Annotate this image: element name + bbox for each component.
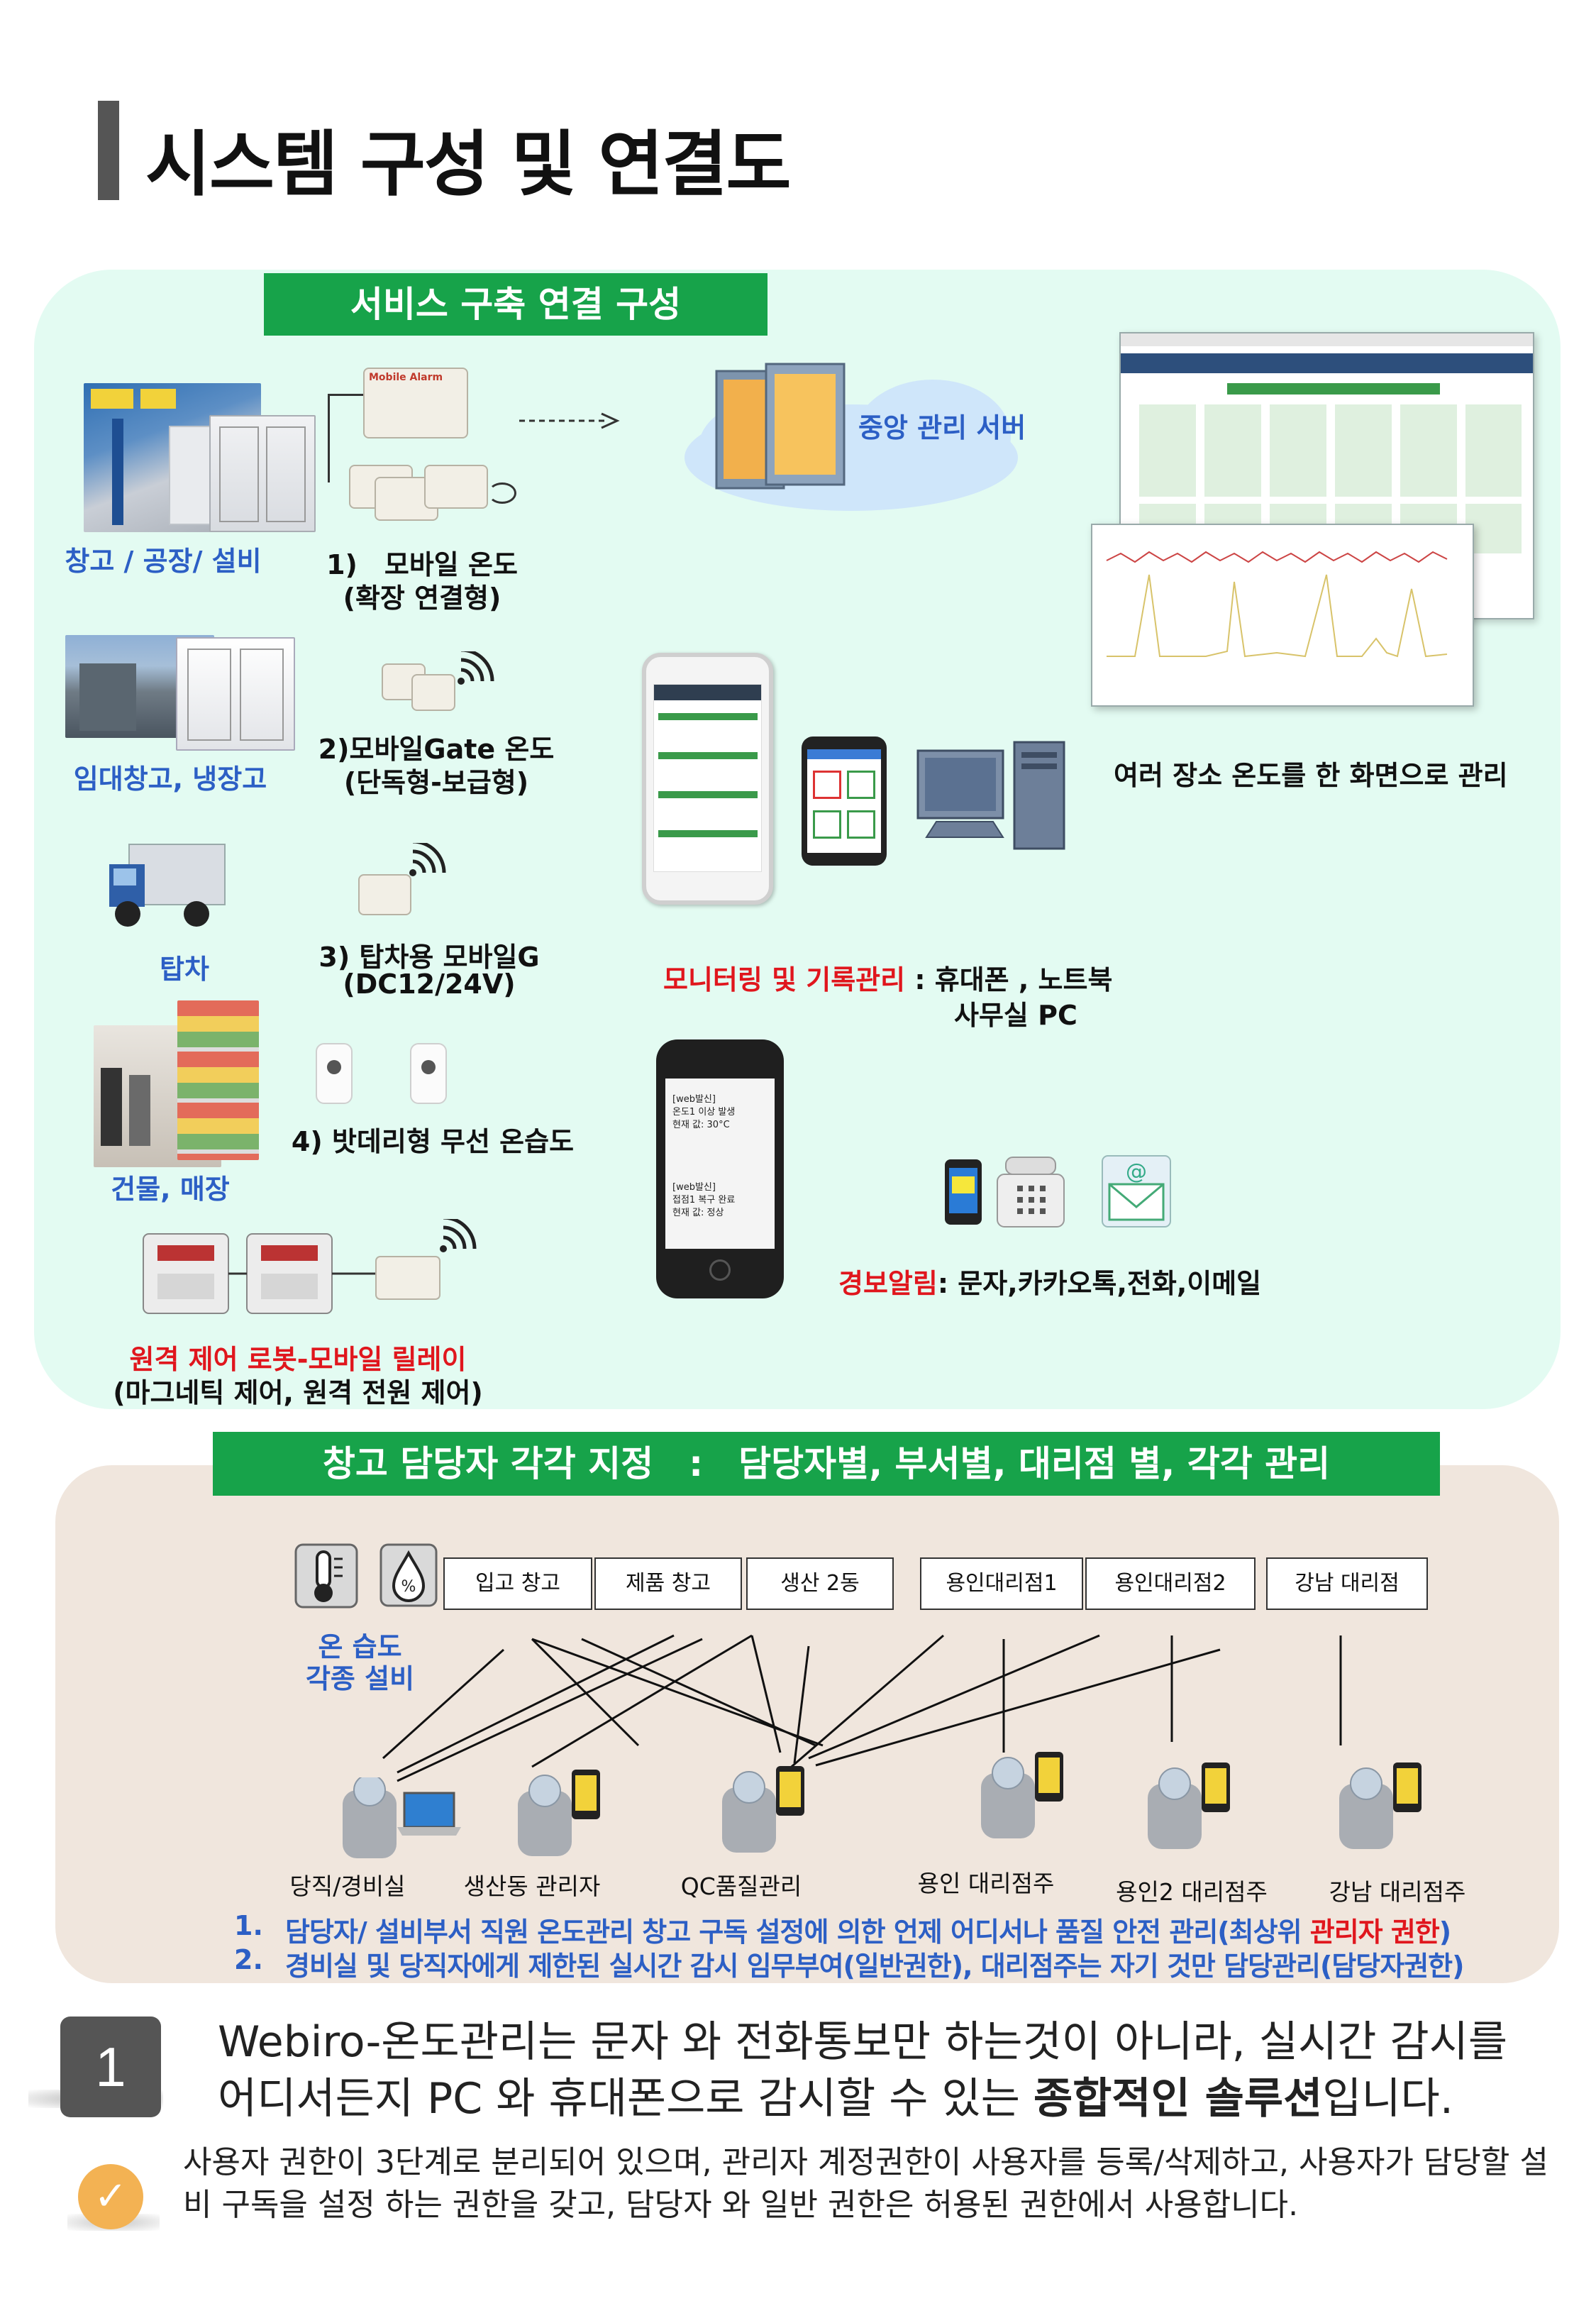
alarm-highlight: 경보알림 xyxy=(838,1268,938,1299)
relay-sublabel: (마그네틱 제어, 원격 전원 제어) xyxy=(113,1377,483,1408)
sms-line: 현재 값: 30°C xyxy=(672,1120,730,1130)
wifi-icon xyxy=(409,843,446,876)
telephone-icon xyxy=(997,1157,1065,1228)
main-statement: Webiro-온도관리는 문자 와 전화통보만 하는것이 아니라, 실시간 감시… xyxy=(218,2014,1558,2127)
truck-sensor xyxy=(358,874,411,915)
site-label-rental: 임대창고, 냉장고 xyxy=(73,763,267,795)
sms-line: 온도1 이상 발생 xyxy=(672,1107,736,1118)
device2-line2: (단독형-보급형) xyxy=(343,767,529,798)
device2-line1: 2)모바일Gate 온도 xyxy=(318,734,555,765)
person-label-qc: QC품질관리 xyxy=(680,1872,802,1900)
device-bracket xyxy=(328,394,363,482)
dashed-arrow-icon xyxy=(519,412,620,429)
site-label-truck: 탑차 xyxy=(160,954,209,985)
humidity-icon: % xyxy=(379,1543,438,1607)
svg-text:%: % xyxy=(401,1578,416,1596)
device-logo: Mobile Alarm xyxy=(369,372,443,383)
monitoring-label: 모니터링 및 기록관리 : 휴대폰 , 노트북 xyxy=(663,958,1231,997)
person-phone-icon xyxy=(518,1770,600,1856)
sms-line: [web발신] xyxy=(672,1182,716,1193)
alarm-label: 경보알림: 문자,카카오톡,전화,이메일 xyxy=(838,1262,1349,1301)
refrigerator-photo xyxy=(176,637,295,751)
person-phone-icon xyxy=(722,1766,804,1853)
person-label-yongin2-owner: 용인2 대리점주 xyxy=(1116,1878,1268,1906)
battery-sensor-1 xyxy=(316,1043,353,1104)
page-title: 시스템 구성 및 연결도 xyxy=(145,123,791,206)
freezer-photo xyxy=(209,415,316,532)
admin-permission-highlight: 관리자 권한 xyxy=(1309,1916,1440,1948)
relay-contactors xyxy=(143,1233,440,1314)
statement-text: Webiro-온도관리는 문자 와 전화통보만 하는것이 아니라, 실시간 감시… xyxy=(218,2017,1508,2124)
wifi-icon xyxy=(440,1219,477,1252)
site-label-warehouse: 창고 / 공장/ 설비 xyxy=(65,546,262,577)
sms-line: 접점1 복구 완료 xyxy=(672,1195,736,1206)
sensor-module-3 xyxy=(424,465,488,509)
alarm-channels: : 문자,카카오톡,전화,이메일 xyxy=(937,1268,1262,1299)
monitoring-devices: : 휴대폰 , 노트북 xyxy=(905,964,1113,995)
person-label-production-manager: 생산동 관리자 xyxy=(463,1872,601,1900)
person-label-guard: 당직/경비실 xyxy=(289,1872,406,1900)
sms-line: 현재 값: 정상 xyxy=(672,1208,724,1218)
email-icon: @ xyxy=(1102,1155,1171,1228)
dashboard-caption: 여러 장소 온도를 한 화면으로 관리 xyxy=(1114,760,1508,791)
permission-statement: 사용자 권한이 3단계로 분리되어 있으며, 관리자 계정권한이 사용자를 등록… xyxy=(183,2144,1548,2223)
cloud-server-icon xyxy=(685,363,1018,511)
person-phone-icon xyxy=(1339,1762,1422,1849)
kakaotalk-phone-icon xyxy=(945,1159,982,1225)
truck-photo xyxy=(109,844,226,927)
person-phone-icon xyxy=(1148,1762,1230,1849)
wifi-icon xyxy=(458,651,494,685)
central-server-label: 중앙 관리 서버 xyxy=(858,412,1026,443)
check-icon: ✓ xyxy=(78,2164,143,2229)
service-config-banner: 서비스 구축 연결 구성 xyxy=(264,273,767,336)
location-box-receiving: 입고 창고 xyxy=(443,1557,592,1610)
manager-assignment-banner: 창고 담당자 각각 지정 : 담당자별, 부서별, 대리점 별, 각각 관리 xyxy=(213,1432,1440,1496)
sensor-label-2: 각종 설비 xyxy=(305,1663,415,1694)
device1-line2: (확장 연결형) xyxy=(343,583,501,614)
note-admin-permission: 담당자/ 설비부서 직원 온도관리 창고 구독 설정에 의한 언제 어디서나 품… xyxy=(285,1910,1562,1949)
location-box-yongin1: 용인대리점1 xyxy=(920,1557,1083,1610)
device3-line2: (DC12/24V) xyxy=(343,969,516,1000)
thermometer-icon xyxy=(294,1543,358,1609)
number-badge: 1 xyxy=(60,2017,161,2117)
probe-cable xyxy=(488,482,516,504)
person-phone-icon xyxy=(981,1752,1063,1838)
mobile-alarm-device: Mobile Alarm xyxy=(363,368,468,438)
location-box-yongin2: 용인대리점2 xyxy=(1085,1557,1256,1610)
svg-text:@: @ xyxy=(1126,1159,1147,1184)
note-tail: ) xyxy=(1439,1916,1451,1948)
gate-sensor-2 xyxy=(411,674,455,711)
device1-line1: 1) 모바일 온도 xyxy=(326,549,518,580)
monitoring-line2: 사무실 PC xyxy=(954,1000,1077,1031)
person-label-yongin-owner: 용인 대리점주 xyxy=(917,1870,1055,1897)
shop-shelf-photo xyxy=(177,1000,259,1160)
note-text: 담당자/ 설비부서 직원 온도관리 창고 구독 설정에 의한 언제 어디서나 품… xyxy=(285,1916,1310,1948)
relay-label: 원격 제어 로봇-모바일 릴레이 xyxy=(129,1344,467,1375)
note-general-permission: 경비실 및 당직자에게 제한된 실시간 감시 임무부여(일반권한), 대리점주는… xyxy=(285,1951,1464,1982)
device3-line1: 3) 탑차용 모바일G xyxy=(318,942,540,973)
statement-emphasis: 종합적인 솔루션 xyxy=(1033,2074,1323,2124)
monitoring-highlight: 모니터링 및 기록관리 xyxy=(663,964,906,995)
location-box-gangnam: 강남 대리점 xyxy=(1266,1557,1428,1610)
battery-sensor-2 xyxy=(410,1043,447,1104)
sms-line: [web발신] xyxy=(672,1094,716,1105)
title-accent-bar xyxy=(98,101,119,200)
note-number: 1. xyxy=(234,1910,263,1941)
sms-phone: [web발신] 온도1 이상 발생 현재 값: 30°C [web발신] 접점1… xyxy=(656,1039,784,1298)
note-number: 2. xyxy=(234,1944,263,1975)
sensor-label-1: 온 습도 xyxy=(318,1631,402,1662)
location-box-product: 제품 창고 xyxy=(594,1557,742,1610)
desktop-pc-icon xyxy=(916,741,1065,850)
device4-label: 4) 밧데리형 무선 온습도 xyxy=(291,1126,575,1157)
location-box-production: 생산 2동 xyxy=(746,1557,894,1610)
temperature-chart-screenshot xyxy=(1091,524,1474,707)
smartphone-large xyxy=(642,653,773,905)
site-label-building: 건물, 매장 xyxy=(111,1174,230,1205)
smartphone-small xyxy=(802,737,887,866)
person-label-gangnam-owner: 강남 대리점주 xyxy=(1329,1878,1466,1906)
statement-end: 입니다. xyxy=(1322,2074,1453,2124)
person-laptop-icon xyxy=(343,1777,461,1858)
